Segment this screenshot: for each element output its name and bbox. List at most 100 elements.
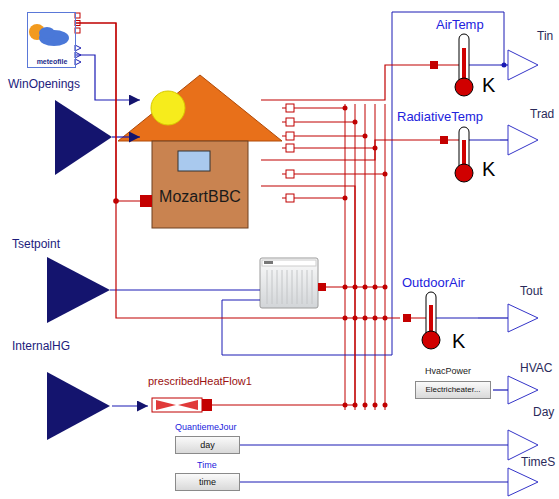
block-label: HVAC [520, 362, 552, 376]
heat-port-bus [385, 104, 386, 410]
signal-wires [110, 12, 507, 482]
block-label: QuantiemeJour [175, 422, 237, 432]
heat-flow-icon [156, 400, 176, 410]
button-label: time [175, 473, 240, 491]
heater-icon [287, 270, 288, 304]
signal-wire [262, 444, 508, 445]
block-label: WinOpenings [8, 78, 80, 92]
heat-port-bus [383, 403, 388, 408]
heat-port-bus [345, 104, 346, 410]
input-triangles [47, 257, 110, 323]
heater-icon [302, 270, 303, 304]
heater-icon [264, 261, 273, 264]
output-triangles [508, 468, 538, 496]
output-block: HVAC [508, 362, 557, 404]
output-block: TimeS [508, 456, 557, 498]
output-block: Tout [508, 285, 557, 335]
temperature-sensors [395, 34, 473, 349]
signal-wires [469, 140, 500, 141]
heater-icon [307, 270, 308, 304]
weather-icon [27, 12, 75, 68]
heat-port-bus [282, 108, 286, 109]
button-label: Electricheater... [415, 381, 491, 399]
heat-port-bus [294, 122, 355, 123]
heat-port-bus [343, 196, 348, 201]
heat-port-bus [294, 136, 365, 137]
heat-port-bus [343, 106, 388, 408]
signal-wires [240, 482, 262, 483]
heat-port-bus [286, 118, 294, 126]
heat-wire [76, 23, 140, 201]
heater-icon [267, 270, 312, 304]
heat-wire [261, 65, 430, 100]
heat-flow-icon [152, 398, 212, 412]
house-icon [151, 91, 185, 125]
signal-wire [500, 139, 508, 140]
signal-wires [222, 12, 504, 355]
heat-port-bus [282, 174, 286, 175]
heat-port-bus [286, 170, 294, 178]
temperature-sensors [430, 61, 438, 69]
signal-wire [76, 55, 140, 100]
output-triangles [508, 125, 538, 155]
heat-port-bus [286, 194, 294, 202]
temperature-sensor: AirTempK [430, 16, 500, 98]
house-icon [152, 141, 248, 228]
heat-flow-icon [152, 398, 202, 412]
temperature-sensor: OutdoorAirK [400, 276, 478, 354]
temperature-sensors [459, 34, 469, 84]
output-block: Day [508, 406, 557, 460]
heat-wire [261, 186, 355, 405]
heat-port-bus [282, 148, 286, 149]
block-label: TimeS [521, 456, 555, 470]
heater-icon [318, 283, 326, 291]
temperature-sensors [422, 331, 440, 349]
weather-reader: meteofile [27, 12, 76, 68]
signal-wires [469, 65, 500, 66]
heat-port-bus [212, 104, 388, 410]
day-counter: QuantiemeJourday [175, 422, 262, 456]
heat-port-bus [294, 174, 385, 175]
block-label: prescribedHeatFlow1 [148, 375, 252, 388]
temperature-sensors [395, 140, 440, 141]
heat-port-bus [373, 403, 378, 408]
block-label: RadiativeTemp [397, 110, 483, 125]
building-model: MozartBBC [140, 80, 261, 228]
heater-icon [267, 270, 268, 304]
block-label: Day [533, 406, 554, 420]
clock-block: Timetime [175, 460, 262, 493]
input-triangles [55, 100, 112, 175]
block-label: HvacPower [425, 366, 471, 376]
power-meter: HvacPowerElectricheater... [413, 366, 493, 402]
heater-icon [312, 270, 313, 304]
heater-icon [297, 270, 298, 304]
heat-port-bus [286, 104, 294, 112]
signal-wires [110, 290, 260, 291]
input-block: WinOpenings [8, 78, 112, 176]
heat-port-bus [282, 198, 286, 199]
temperature-sensors [455, 164, 473, 182]
heat-port-bus [353, 120, 358, 125]
output-triangles [508, 376, 538, 404]
signal-wire [493, 389, 508, 390]
heat-flow-icon [202, 399, 212, 411]
input-block: Tsetpoint [8, 236, 112, 326]
input-triangles [47, 100, 112, 440]
temperature-sensors [411, 318, 426, 319]
block-label: AirTemp [436, 18, 484, 33]
block-label: InternalHG [12, 340, 70, 354]
signal-wire [478, 317, 508, 318]
block-label: OutdoorAir [402, 276, 465, 291]
heat-port-bus [282, 136, 286, 137]
heat-port-bus [286, 132, 294, 140]
signal-wire [500, 64, 508, 65]
heat-port-bus [343, 106, 348, 111]
house-icon [178, 151, 210, 171]
block-label: K [482, 74, 495, 97]
heat-port-bus [363, 134, 368, 139]
block-label: meteofile [28, 58, 76, 66]
output-block: Tin [508, 30, 557, 82]
heater-icon [260, 258, 326, 308]
